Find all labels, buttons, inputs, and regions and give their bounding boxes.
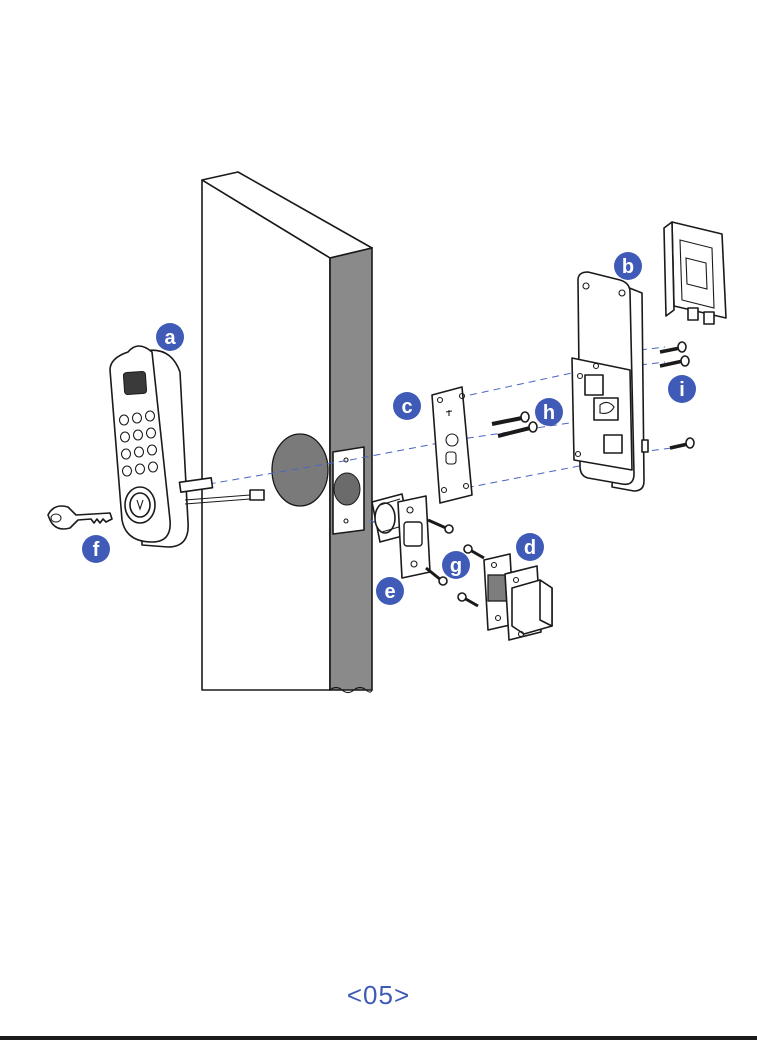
long-screws bbox=[492, 412, 537, 436]
label-a-text: a bbox=[164, 327, 176, 349]
mounting-plate bbox=[432, 387, 472, 503]
label-h-text: h bbox=[543, 402, 555, 424]
mechanical-key bbox=[48, 506, 112, 529]
label-a: a bbox=[156, 323, 184, 351]
label-i: i bbox=[668, 375, 696, 403]
strike-plate-assembly bbox=[458, 545, 552, 640]
label-b-text: b bbox=[622, 256, 634, 278]
label-g-text: g bbox=[450, 555, 462, 577]
bottom-rule bbox=[0, 1036, 757, 1040]
label-c-text: c bbox=[401, 396, 412, 418]
label-c: c bbox=[393, 392, 421, 420]
label-h: h bbox=[535, 398, 563, 426]
battery-cover bbox=[664, 222, 726, 324]
page-number: <05> bbox=[0, 980, 757, 1011]
label-d-text: d bbox=[524, 537, 536, 559]
label-f-text: f bbox=[93, 539, 100, 561]
label-f: f bbox=[82, 535, 110, 563]
label-i-text: i bbox=[679, 379, 685, 401]
label-d: d bbox=[516, 533, 544, 561]
label-e: e bbox=[376, 577, 404, 605]
interior-assembly bbox=[572, 272, 648, 491]
door bbox=[202, 172, 372, 693]
label-e-text: e bbox=[384, 581, 395, 603]
label-g: g bbox=[442, 551, 470, 579]
deadbolt-latch bbox=[372, 494, 430, 578]
cross-bore-hole bbox=[272, 434, 328, 506]
label-b: b bbox=[614, 252, 642, 280]
